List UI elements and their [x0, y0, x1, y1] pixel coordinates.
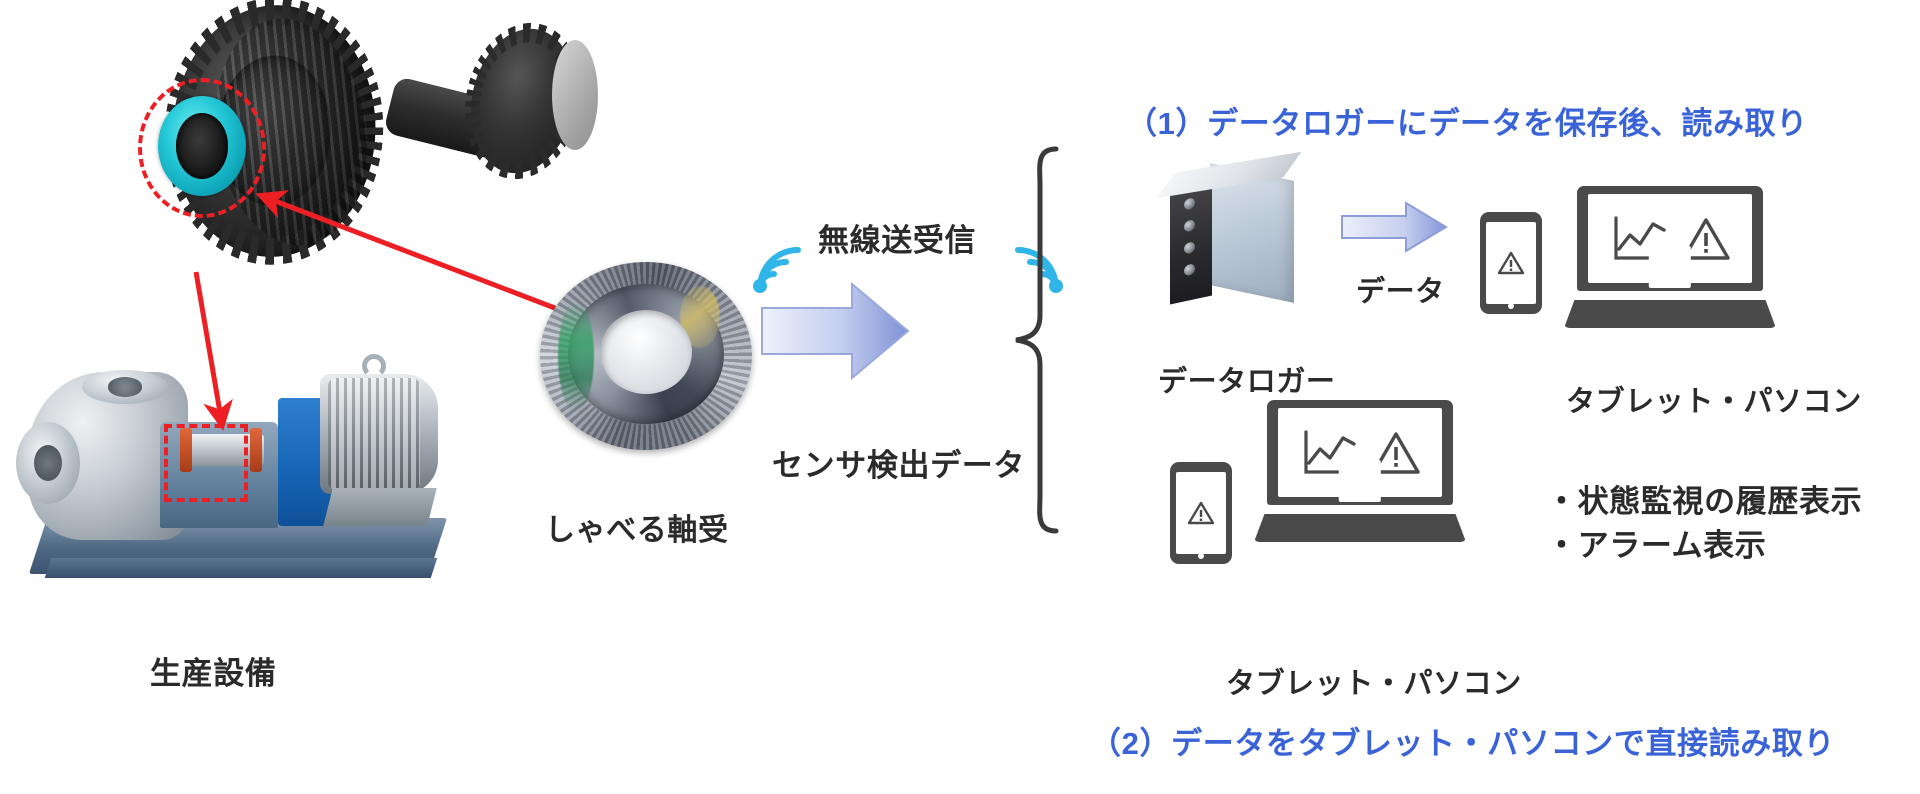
wireless-label: 無線送受信 — [818, 223, 977, 258]
pump-shaft-collar-right — [250, 428, 262, 472]
laptop-icon — [1564, 186, 1776, 328]
curly-brace-icon — [1015, 146, 1059, 534]
bearing-inner-bore — [600, 310, 692, 394]
laptop-base — [1564, 299, 1776, 328]
path-2-devices-label: タブレット・パソコン — [1226, 668, 1522, 700]
bearing-green-sensor-band — [558, 300, 594, 412]
tablet-screen — [1175, 472, 1227, 554]
bearing-label: しゃべる軸受 — [545, 514, 729, 547]
gear-shaft-assembly-illustration — [120, 0, 600, 290]
warning-triangle-icon — [1497, 251, 1525, 275]
path-2-device-group — [1170, 400, 1550, 580]
path-1-devices-label: タブレット・パソコン — [1566, 386, 1862, 418]
monitoring-feature-list: ・状態監視の履歴表示 ・アラーム表示 — [1546, 480, 1862, 568]
data-logger-knob-2 — [1184, 219, 1195, 233]
data-logger-knob-3 — [1184, 241, 1195, 255]
sensor-data-label: センサ検出データ — [772, 448, 1025, 483]
data-logger-faceplate — [1170, 177, 1212, 305]
data-logger-label: データロガー — [1158, 366, 1336, 398]
data-logger-knob-4 — [1184, 263, 1195, 277]
laptop-base — [1254, 513, 1466, 542]
tablet-icon — [1170, 462, 1232, 564]
wifi-signal-icon-left — [752, 236, 814, 294]
smart-bearing-photo — [530, 240, 760, 470]
warning-triangle-icon — [1187, 501, 1215, 525]
data-logger-icon — [1156, 151, 1306, 312]
pump-suction-flange — [16, 422, 80, 504]
path-2-caption: （2）データをタブレット・パソコンで直接読み取り — [1090, 726, 1836, 761]
warning-triangle-icon — [1682, 217, 1730, 260]
data-transfer-label: データ — [1356, 276, 1445, 308]
feature-item-alarm: ・アラーム表示 — [1546, 528, 1767, 564]
path-1-device-group — [1470, 180, 1850, 350]
data-transfer-arrow-icon — [1341, 201, 1448, 253]
pump-shaft-collar-left — [180, 428, 192, 472]
tablet-body — [1170, 462, 1232, 564]
red-dashed-circle-highlight — [138, 78, 266, 218]
laptop-icon — [1254, 400, 1466, 542]
pump-motor — [320, 374, 438, 494]
path-1-caption: （1）データロガーにデータを保存後、読み取り — [1126, 106, 1808, 141]
data-logger-knob-1 — [1184, 197, 1195, 211]
wifi-signal-icon-right — [1002, 236, 1064, 294]
tablet-screen — [1485, 222, 1537, 304]
tablet-icon — [1480, 212, 1542, 314]
sensor-data-arrow-icon — [761, 281, 910, 381]
tablet-home-button — [1508, 303, 1514, 309]
warning-triangle-icon — [1372, 431, 1420, 474]
pump-discharge-flange — [82, 370, 168, 404]
shaft-end-cap — [552, 40, 598, 150]
pump-motor-foot — [323, 488, 437, 526]
production-equipment-illustration — [10, 330, 450, 620]
laptop-trackpad — [1338, 459, 1382, 503]
pump-lifting-eye — [362, 354, 386, 378]
feature-item-history: ・状態監視の履歴表示 — [1546, 484, 1863, 519]
laptop-trackpad — [1648, 245, 1692, 289]
tablet-body — [1480, 212, 1542, 314]
tablet-home-button — [1198, 553, 1204, 559]
pump-motor-cooling-fins — [328, 378, 420, 490]
pump-base-rail — [44, 558, 438, 578]
red-dashed-rect-highlight — [164, 424, 248, 502]
production-equipment-label: 生産設備 — [150, 656, 277, 691]
